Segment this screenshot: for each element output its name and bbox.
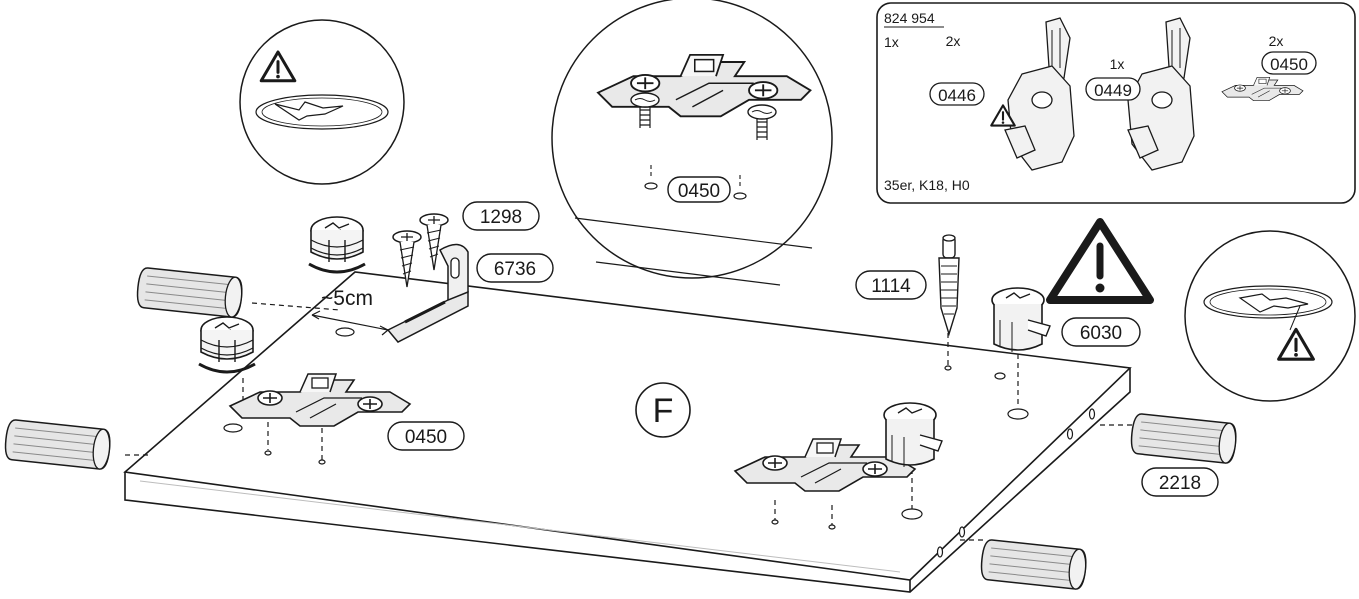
- dowel-left-top: [135, 266, 245, 319]
- svg-text:6736: 6736: [494, 259, 536, 280]
- svg-text:1114: 1114: [871, 276, 911, 297]
- board-holes: [223, 327, 1029, 530]
- kit-hinge-note: 35er, K18, H0: [884, 177, 970, 193]
- part-label-1298: 1298: [462, 201, 540, 231]
- dowel-right: [1129, 412, 1239, 465]
- cam-lock-middle: [197, 315, 257, 374]
- kit-part-pill-3: 0450: [1261, 51, 1317, 75]
- kit-item-qty-3: 2x: [1269, 33, 1284, 49]
- svg-text:2218: 2218: [1159, 473, 1201, 494]
- detail-circle-right: [1184, 230, 1356, 402]
- kit-part-pill-1: 0446: [929, 82, 985, 106]
- svg-text:1298: 1298: [480, 207, 522, 228]
- svg-text:0450: 0450: [1270, 55, 1308, 74]
- detail-circle-left: [239, 19, 405, 185]
- kit-part-pill-2: 0449: [1085, 77, 1141, 101]
- kit-article-number: 824 954: [884, 10, 935, 26]
- hinge-illustration-2: [1127, 17, 1195, 171]
- dowel-bottom: [979, 538, 1089, 591]
- panel-letter-marker: F: [635, 382, 691, 438]
- svg-text:0449: 0449: [1094, 81, 1132, 100]
- hinge-illustration-1: [1004, 17, 1075, 171]
- angle-bracket: [386, 243, 469, 343]
- svg-text:6030: 6030: [1080, 323, 1122, 344]
- measurement-group: ~5cm: [311, 287, 389, 336]
- wood-screw-1: [392, 230, 422, 288]
- cam-lock-top: [307, 215, 367, 274]
- cam-housing-top: [991, 287, 1051, 353]
- svg-text:0450: 0450: [678, 181, 720, 202]
- confirmat-bolt: [938, 234, 960, 337]
- part-label-0450-zoom: 0450: [667, 176, 731, 203]
- measurement-label: ~5cm: [321, 287, 373, 310]
- part-label-2218: 2218: [1141, 467, 1219, 497]
- dowel-left-bottom: [3, 418, 113, 471]
- cam-housing-board: [883, 402, 943, 468]
- part-label-6030: 6030: [1061, 317, 1141, 347]
- hinge-kit-box: 824 954 1x 35er, K18, H0 2x 1x 2x 044: [876, 2, 1356, 204]
- svg-text:0450: 0450: [405, 427, 447, 448]
- kit-item-qty-2: 1x: [1110, 56, 1125, 72]
- svg-text:0446: 0446: [938, 86, 976, 105]
- part-label-6736: 6736: [476, 253, 554, 283]
- part-label-1114: 1114: [855, 270, 927, 300]
- warning-icon-large: [1046, 218, 1154, 304]
- board-panel: [123, 271, 1132, 593]
- panel-letter: F: [653, 392, 674, 430]
- part-label-0450: 0450: [387, 421, 465, 451]
- kit-item-qty-1: 2x: [946, 33, 961, 49]
- detail-circle-center: [551, 0, 833, 286]
- wood-screw-2: [419, 213, 449, 271]
- kit-hinge-quantity: 1x: [884, 34, 899, 50]
